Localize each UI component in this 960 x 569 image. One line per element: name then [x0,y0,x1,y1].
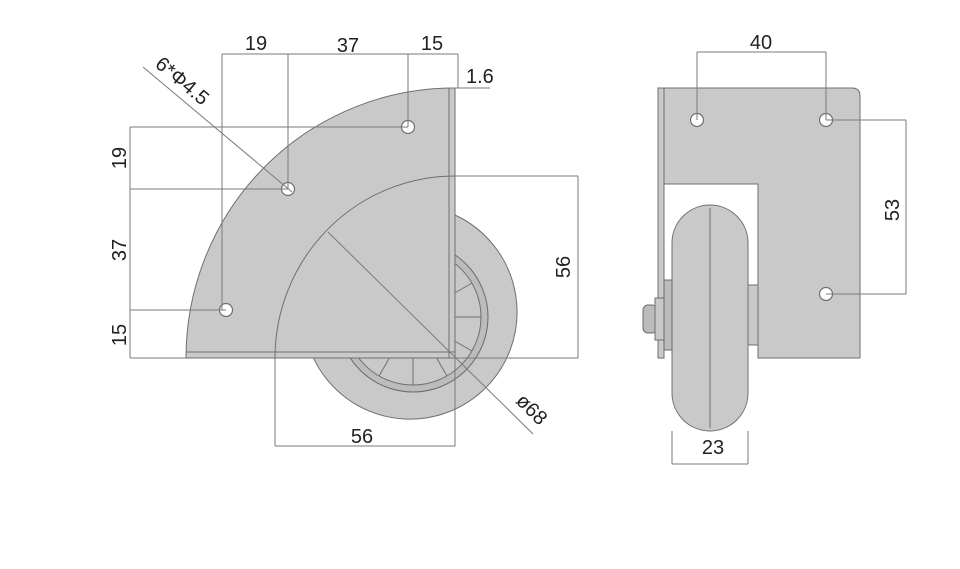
dim-top-37: 37 [337,35,359,57]
axle-bracket-left [663,279,673,351]
dim-front-40: 40 [750,32,772,54]
dim-top-19: 19 [245,33,267,55]
dim-bottom-56: 56 [351,426,373,448]
dim-left-19: 19 [109,147,131,169]
dim-front-53: 53 [882,199,904,221]
dim-left-37: 37 [109,239,131,261]
dim-right-56: 56 [553,256,575,278]
dim-top-15: 15 [421,33,443,55]
dim-wheel-diameter: ø68 [511,390,551,430]
side-dimension-lines [129,53,579,447]
dim-left-15: 15 [109,324,131,346]
front-view: 40 53 23 [642,32,907,465]
axle-bracket-right [747,284,759,346]
plate-inner-arc [274,175,456,359]
dim-front-23: 23 [702,437,724,459]
dim-thickness-1-6: 1.6 [466,66,494,88]
front-dimension-lines [671,51,907,465]
side-view: 19 37 15 1.6 6*Φ4.5 19 37 15 56 56 ø68 [109,33,579,448]
